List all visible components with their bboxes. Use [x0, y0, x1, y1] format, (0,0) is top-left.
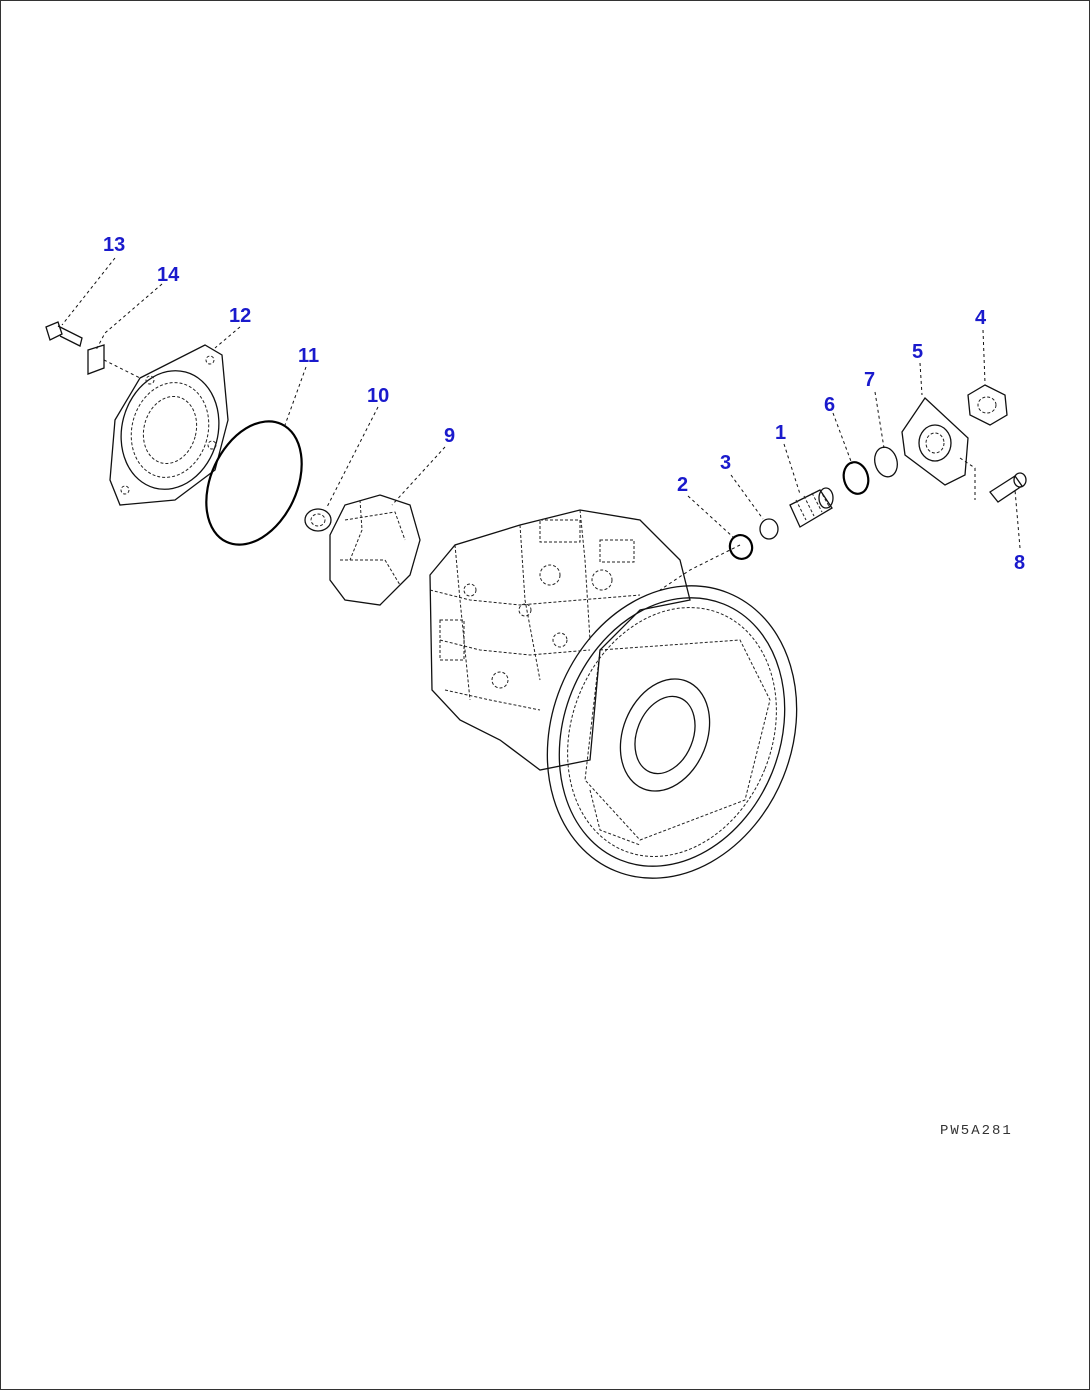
part-10-bushing — [304, 508, 332, 532]
part-2-o-ring — [728, 534, 754, 560]
callout-7: 7 — [864, 369, 875, 391]
part-11-o-ring — [205, 420, 303, 546]
callout-3: 3 — [720, 452, 731, 474]
part-9-coupling — [329, 494, 421, 606]
part-1-spool — [789, 487, 834, 528]
callout-14: 14 — [157, 264, 180, 286]
callout-12: 12 — [229, 305, 251, 327]
part-12-cover — [109, 344, 229, 506]
pump-assembly — [429, 509, 798, 879]
leader-lines — [61, 257, 1021, 591]
callout-11: 11 — [298, 345, 319, 367]
part-7-ring — [874, 446, 898, 478]
part-14-plate — [87, 344, 141, 379]
drawing-code: PW5A281 — [940, 1123, 1013, 1139]
part-3-ring — [759, 518, 779, 540]
callout-10: 10 — [367, 385, 389, 407]
part-5-flange — [901, 397, 976, 500]
callout-2: 2 — [677, 474, 688, 496]
callout-8: 8 — [1014, 552, 1025, 574]
callout-13: 13 — [103, 234, 125, 256]
callout-1: 1 — [775, 422, 786, 444]
part-13-bolt — [45, 321, 83, 347]
part-8-bolt — [989, 472, 1027, 503]
callout-5: 5 — [912, 341, 923, 363]
callout-9: 9 — [444, 425, 455, 447]
callout-labels: 13 14 12 11 10 9 2 3 1 6 7 5 4 8 — [103, 234, 1025, 574]
part-6-o-ring — [842, 461, 870, 495]
callout-6: 6 — [824, 394, 835, 416]
part-4-nut — [967, 384, 1008, 426]
callout-4: 4 — [975, 307, 987, 329]
